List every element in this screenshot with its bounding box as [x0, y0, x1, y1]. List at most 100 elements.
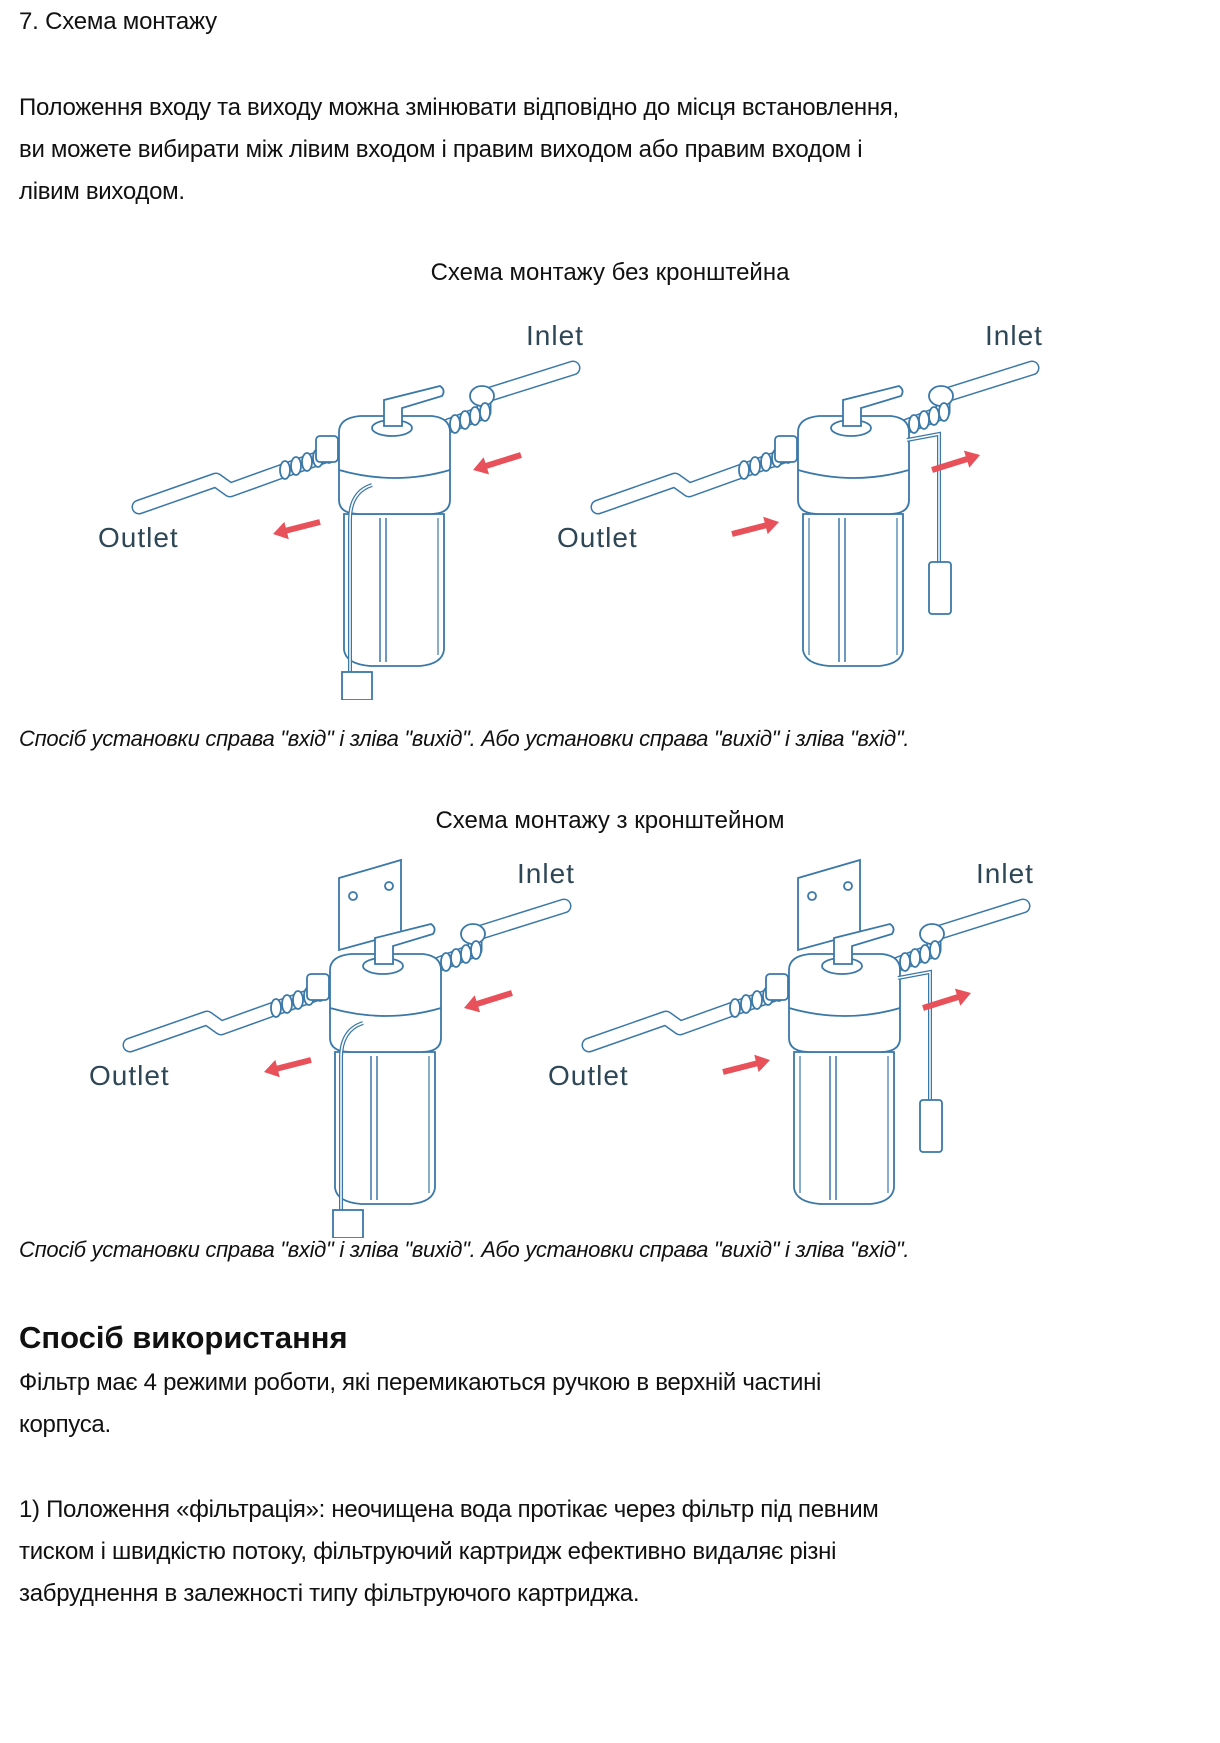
drain-tube	[906, 431, 941, 562]
pipe-fitting	[929, 940, 941, 960]
inlet-clamp	[928, 385, 954, 407]
diagram-no-bracket-left-outlet: Inlet Outlet	[80, 300, 640, 700]
drain-container	[332, 1209, 364, 1238]
inlet-clamp	[469, 385, 495, 407]
inlet-pipe-inner	[478, 362, 579, 402]
head-band	[797, 469, 910, 479]
filter-illustration	[581, 858, 1031, 1205]
text-line: Фільтр має 4 режими роботи, які перемика…	[19, 1369, 822, 1396]
pipe-fitting	[908, 414, 920, 434]
text-line: 1) Положення «фільтрація»: неочищена вод…	[19, 1496, 879, 1523]
usage-item-1: 1) Положення «фільтрація»: неочищена вод…	[19, 1489, 1214, 1615]
mode-handle	[374, 923, 436, 965]
pipe-fitting	[760, 452, 772, 472]
text-line: корпуса.	[19, 1411, 111, 1438]
flow-arrow-shaft	[931, 454, 974, 473]
inlet-pipe-inner	[469, 900, 570, 940]
outlet-label: Outlet	[557, 522, 638, 553]
pipe-fitting	[738, 460, 750, 480]
section-title: 7. Схема монтажу	[19, 8, 217, 35]
text-line: тиском і швидкістю потоку, фільтруючий к…	[19, 1538, 837, 1565]
filter-head	[797, 415, 910, 515]
inlet-label: Inlet	[517, 858, 575, 889]
flow-arrow-head	[754, 1054, 770, 1073]
pipe-fitting	[450, 948, 462, 968]
pipe-fitting	[460, 944, 472, 964]
ball-valve	[765, 973, 789, 1001]
caption-with-bracket: Спосіб установки справа "вхід" і зліва "…	[19, 1237, 910, 1262]
ball-valve	[774, 435, 798, 463]
flow-arrow-head	[264, 1059, 280, 1078]
filter-bowl	[802, 513, 904, 667]
filter-head	[788, 953, 901, 1053]
pipe-fitting	[469, 406, 481, 426]
pipe-fitting	[449, 414, 461, 434]
outlet-label: Outlet	[98, 522, 179, 553]
flow-arrow-head	[464, 995, 481, 1013]
bracket-hole	[843, 881, 853, 891]
flow-arrow-shaft	[722, 1059, 763, 1075]
flow-arrow-shaft	[470, 990, 513, 1009]
drain-container	[341, 671, 373, 700]
pipe-fitting	[470, 940, 482, 960]
pipe-fitting	[459, 410, 471, 430]
drain-tube-inner	[340, 1022, 364, 1238]
diagram-bracket-reversed: Inlet Outlet	[530, 838, 1090, 1238]
head-band	[329, 1007, 442, 1017]
pipe-fitting	[740, 994, 752, 1014]
text-line: забруднення в залежності типу фільтруючо…	[19, 1580, 640, 1607]
flow-arrow-shaft	[271, 1057, 312, 1073]
pipe-fitting	[928, 406, 940, 426]
pipe-fitting	[440, 952, 452, 972]
mode-handle	[842, 385, 904, 427]
ball-valve	[306, 973, 330, 1001]
pipe-fitting	[279, 460, 291, 480]
pipe-fitting	[729, 998, 741, 1018]
drain-tube-inner	[349, 484, 373, 700]
drain-tube	[897, 969, 932, 1100]
flow-arrow-head	[763, 516, 779, 535]
outlet-label: Outlet	[548, 1060, 629, 1091]
flow-arrow-shaft	[280, 519, 321, 535]
filter-illustration	[590, 360, 1040, 667]
text-line: ви можете вибирати між лівим входом і пр…	[19, 136, 863, 163]
flow-arrow-shaft	[922, 992, 965, 1011]
pipe-fitting	[479, 402, 491, 422]
pipe-fitting	[751, 990, 763, 1010]
scheme-without-bracket-title: Схема монтажу без кронштейна	[430, 259, 790, 286]
text-line: Положення входу та виходу можна змінюват…	[19, 94, 899, 121]
filter-illustration	[131, 360, 581, 700]
flow-arrow-head	[954, 988, 971, 1006]
pipe-fitting	[909, 948, 921, 968]
usage-heading: Спосіб використання	[19, 1320, 348, 1355]
flow-arrow-shaft	[731, 521, 772, 537]
pipe-fitting	[292, 990, 304, 1010]
flow-arrow-head	[473, 457, 490, 475]
inlet-clamp	[919, 923, 945, 945]
filter-bowl	[343, 513, 445, 667]
pipe-fitting	[938, 402, 950, 422]
pipe-fitting	[749, 456, 761, 476]
pipe-fitting	[899, 952, 911, 972]
head-band	[788, 1007, 901, 1017]
pipe-fitting	[301, 452, 313, 472]
outlet-label: Outlet	[89, 1060, 170, 1091]
filter-illustration	[122, 858, 572, 1238]
text-line: лівим виходом.	[19, 178, 185, 205]
inlet-label: Inlet	[985, 320, 1043, 351]
caption-without-bracket: Спосіб установки справа "вхід" і зліва "…	[19, 726, 910, 751]
diagram-no-bracket-reversed: Inlet Outlet	[539, 300, 1099, 700]
usage-intro: Фільтр має 4 режими роботи, які перемика…	[19, 1362, 1214, 1446]
mode-handle	[833, 923, 895, 965]
inlet-label: Inlet	[976, 858, 1034, 889]
flow-arrow-head	[963, 450, 980, 468]
bracket-hole	[807, 891, 817, 901]
inlet-label: Inlet	[526, 320, 584, 351]
bracket-hole	[384, 881, 394, 891]
drain-tube-inner	[897, 971, 931, 1100]
scheme-with-bracket-title: Схема монтажу з кронштейном	[435, 807, 785, 834]
mode-handle	[383, 385, 445, 427]
inlet-pipe-inner	[937, 362, 1038, 402]
head-band	[338, 469, 451, 479]
filter-bowl	[793, 1051, 895, 1205]
